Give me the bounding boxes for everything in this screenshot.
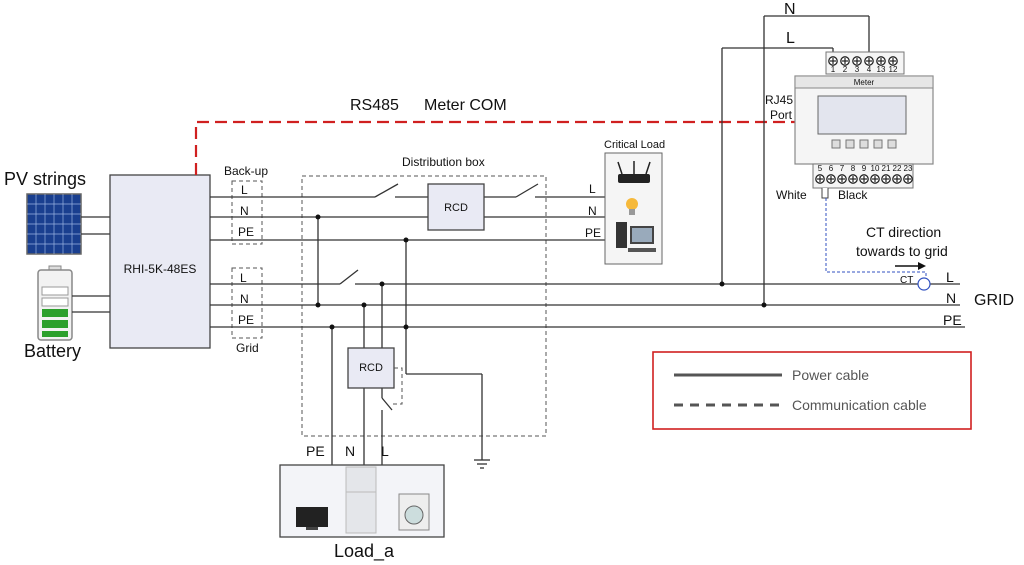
backup-port-box: [231, 180, 263, 245]
load-a-label: Load_a: [334, 541, 395, 562]
terminal-number-label: 6: [829, 164, 834, 173]
grid-port-n-label: N: [240, 292, 249, 306]
ct-wire-clamp: [821, 188, 829, 199]
inverter-model-label: RHI-5K-48ES: [124, 262, 197, 276]
grid-port-box: [231, 267, 263, 339]
terminal-number-label: 21: [882, 164, 891, 173]
grid-pe-label: PE: [943, 312, 962, 328]
backup-n-label: N: [240, 204, 249, 218]
tv-icon: [296, 507, 328, 530]
distribution-box: [301, 175, 547, 437]
meter-l-label: L: [786, 30, 795, 47]
load-a-pe-label: PE: [306, 443, 325, 459]
critical-load-label: Critical Load: [604, 139, 665, 151]
terminal-number-label: 23: [904, 164, 913, 173]
grid-l-label: L: [946, 269, 954, 285]
terminal-number-label: 4: [867, 65, 872, 74]
terminal-number-label: 7: [840, 164, 845, 173]
grid-label: GRID: [974, 292, 1014, 309]
router-icon: [617, 161, 651, 183]
pv-panel-icon: [26, 193, 82, 255]
grid-n-label: N: [946, 290, 956, 306]
meter-display: [817, 95, 907, 135]
distribution-box-label: Distribution box: [402, 155, 485, 169]
junction-dots: [315, 214, 767, 330]
ct-clamp-icon: [917, 277, 931, 291]
ct-direction-label: CT direction: [866, 224, 941, 240]
terminal-number-label: 8: [851, 164, 856, 173]
legend-box: [652, 351, 972, 430]
backup-l-label: L: [241, 183, 248, 197]
terminal-number-label: 22: [893, 164, 902, 173]
meter-n-label: N: [784, 1, 796, 18]
meter-label: Meter: [854, 78, 875, 87]
terminal-number-label: 10: [871, 164, 880, 173]
washing-machine-icon: [398, 493, 430, 531]
rs485-meter-com-line: [194, 120, 795, 175]
terminal-number-label: 9: [862, 164, 867, 173]
computer-icon: [616, 222, 656, 252]
terminal-number-label: 3: [855, 65, 860, 74]
rcd-backup-label: RCD: [444, 202, 468, 214]
inverter-box: [109, 174, 211, 349]
terminal-number-label: 12: [889, 65, 898, 74]
pv-strings-label: PV strings: [4, 169, 86, 189]
legend-communication-cable-label: Communication cable: [792, 397, 927, 413]
refrigerator-icon: [345, 466, 377, 534]
grid-wires: [210, 15, 965, 469]
backup-label: Back-up: [224, 164, 268, 178]
rj45-label: RJ45: [765, 93, 793, 107]
rcd-backup-box: [427, 183, 485, 231]
grid-port-label: Grid: [236, 341, 259, 355]
ct-direction-label-2: towards to grid: [856, 243, 948, 259]
meter-buttons: [831, 139, 897, 149]
battery-icon: [37, 265, 73, 341]
backup-pe-label: PE: [238, 225, 254, 239]
terminal-number-label: 2: [843, 65, 848, 74]
white-label: White: [776, 188, 807, 202]
grid-port-l-label: L: [240, 271, 247, 285]
terminal-number-label: 5: [818, 164, 823, 173]
rs485-label: RS485: [350, 97, 399, 114]
rcd-load-label: RCD: [359, 362, 383, 374]
terminal-number-label: 13: [877, 65, 886, 74]
rcd-load-box: [347, 347, 395, 389]
legend-power-cable-label: Power cable: [792, 367, 869, 383]
rcd-load-switch-link: [392, 367, 403, 405]
critical-l-label: L: [589, 182, 596, 196]
load-a-l-label: L: [381, 443, 389, 459]
battery-label: Battery: [24, 341, 81, 361]
dc-input-wires: [72, 216, 110, 313]
ct-label: CT: [900, 275, 913, 286]
ct-arrow-icon: [895, 262, 926, 270]
critical-n-label: N: [588, 204, 597, 218]
terminal-number-label: 1: [831, 65, 836, 74]
meter-com-label: Meter COM: [424, 97, 507, 114]
critical-pe-label: PE: [585, 226, 601, 240]
light-bulb-icon: [626, 198, 638, 215]
black-label: Black: [838, 188, 868, 202]
port-label: Port: [770, 108, 793, 122]
ct-cable: [825, 198, 927, 280]
grid-port-pe-label: PE: [238, 313, 254, 327]
load-a-n-label: N: [345, 443, 355, 459]
